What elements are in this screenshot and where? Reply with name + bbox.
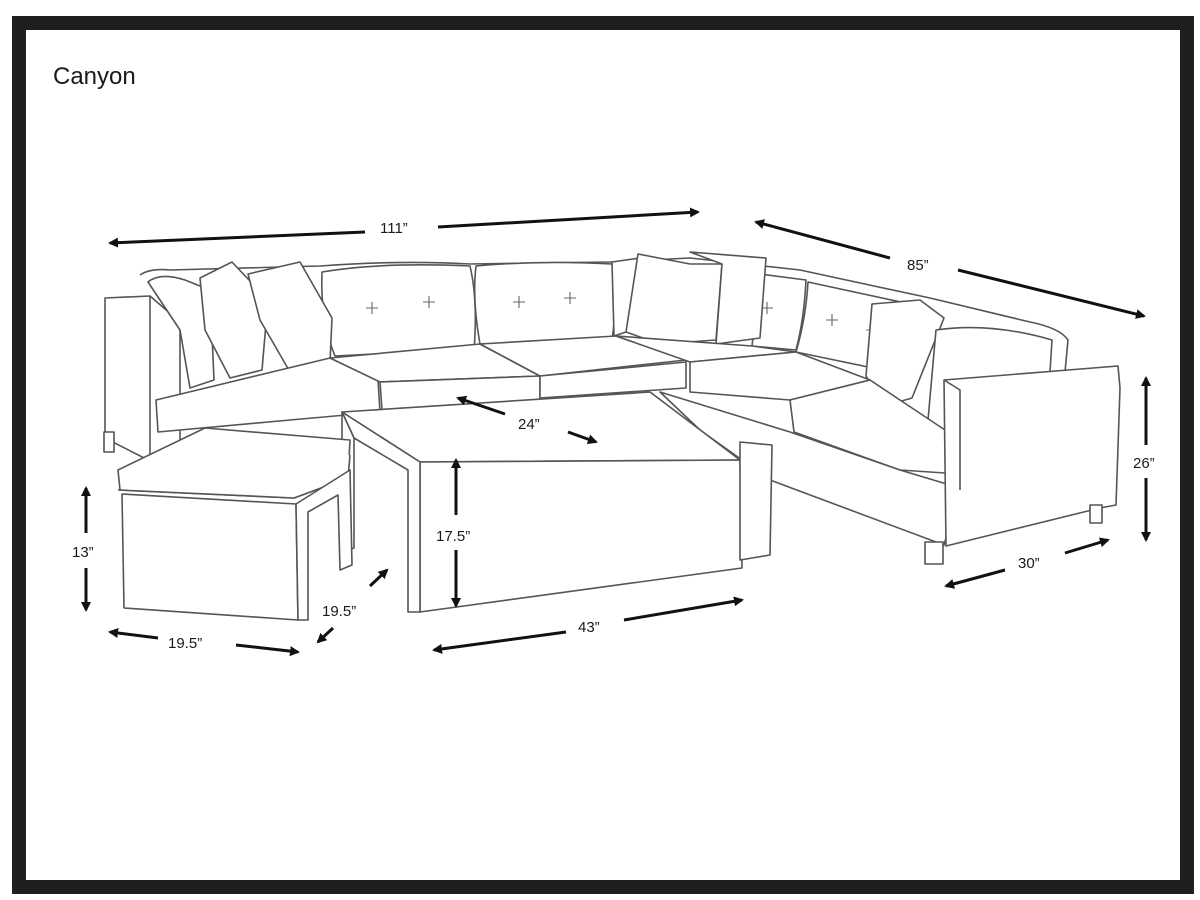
sofa-length-label: 111” [380,220,408,237]
product-title: Canyon [53,63,136,90]
sofa-height-label: 26” [1133,455,1155,472]
ottoman-height-label: 13” [72,544,94,561]
dimension-arrows [81,207,1151,657]
sofa-side-label: 85” [907,257,929,274]
sectional-sofa [103,251,1121,565]
ottoman [117,427,353,621]
sofa-depth-label: 30” [1018,555,1040,572]
table-height-label: 17.5” [436,528,470,545]
table-width-label: 43” [578,619,600,636]
ottoman-width-label: 19.5” [168,635,202,652]
table-depth-label: 24” [518,416,540,433]
coffee-table [341,391,773,613]
ottoman-depth-label: 19.5” [322,603,356,620]
